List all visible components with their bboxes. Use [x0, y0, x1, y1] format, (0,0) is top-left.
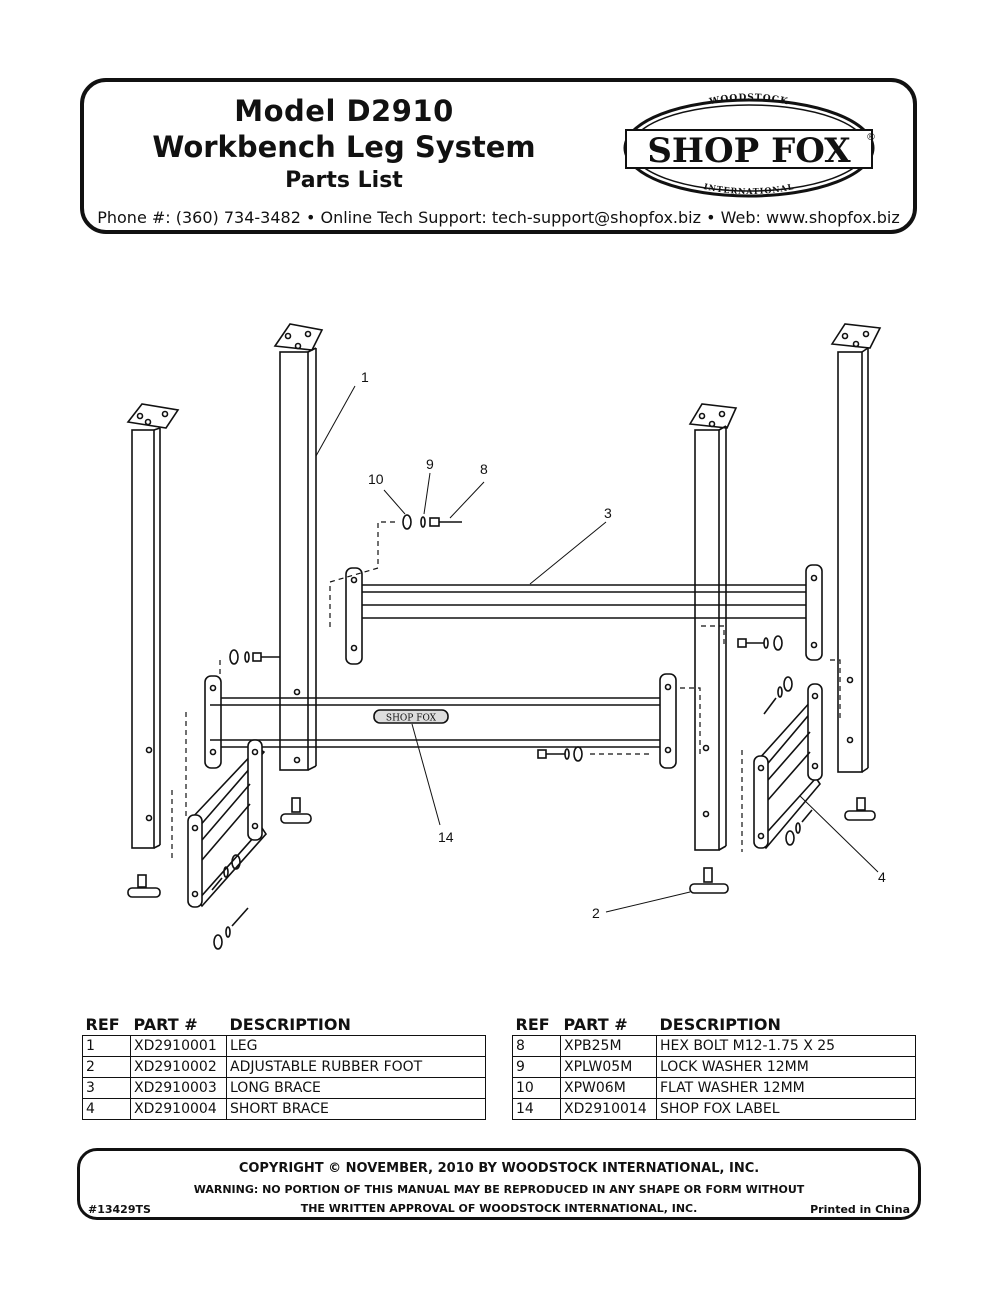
col-description: DESCRIPTION	[659, 1015, 781, 1034]
warning-line-1: WARNING: NO PORTION OF THIS MANUAL MAY B…	[193, 1183, 805, 1196]
table-cell: XPB25M	[560, 1035, 657, 1057]
header-box: Model D2910 Workbench Leg System Parts L…	[80, 78, 917, 234]
leg-back-right	[830, 323, 882, 821]
table-cell: 10	[512, 1077, 561, 1099]
hardware-right-lower	[763, 676, 813, 846]
warning-line-2: THE WRITTEN APPROVAL OF WOODSTOCK INTERN…	[300, 1202, 698, 1215]
table-cell: XPLW05M	[560, 1056, 657, 1078]
col-ref: REF	[515, 1015, 550, 1034]
hardware-left-upper	[229, 649, 280, 665]
table-cell: XD2910002	[130, 1056, 227, 1078]
footer-box: COPYRIGHT © NOVEMBER, 2010 BY WOODSTOCK …	[77, 1148, 921, 1220]
exploded-parts-diagram: SHOP FOX	[0, 300, 1000, 980]
col-part: PART #	[563, 1015, 628, 1034]
document-number: #13429TS	[88, 1203, 151, 1216]
callout-leaders	[315, 385, 879, 913]
table-cell: 3	[82, 1077, 131, 1099]
leg-back-left	[126, 403, 180, 898]
table-cell: 9	[512, 1056, 561, 1078]
table-cell: 4	[82, 1098, 131, 1120]
logo-top-arc: WOODSTOCK	[708, 93, 789, 108]
table-cell: 1	[82, 1035, 131, 1057]
table-cell: SHOP FOX LABEL	[656, 1098, 916, 1120]
svg-text:WOODSTOCK: WOODSTOCK	[708, 93, 790, 108]
table-cell: HEX BOLT M12-1.75 X 25	[656, 1035, 916, 1057]
col-ref: REF	[85, 1015, 120, 1034]
shop-fox-label-part: SHOP FOX	[386, 714, 437, 724]
callout-9: 9	[426, 456, 434, 472]
logo-brand-text: SHOP FOX	[647, 131, 851, 171]
contact-line: Phone #: (360) 734-3482 • Online Tech Su…	[97, 208, 900, 227]
callout-2: 2	[592, 905, 600, 921]
long-brace-front: SHOP FOX	[204, 673, 677, 769]
table-cell: 2	[82, 1056, 131, 1078]
col-description: DESCRIPTION	[229, 1015, 351, 1034]
model-title: Model D2910	[234, 94, 454, 128]
table-cell: 14	[512, 1098, 561, 1120]
copyright-line: COPYRIGHT © NOVEMBER, 2010 BY WOODSTOCK …	[238, 1161, 760, 1176]
hardware-front-right	[537, 746, 583, 762]
table-cell: ADJUSTABLE RUBBER FOOT	[226, 1056, 486, 1078]
table-cell: XD2910004	[130, 1098, 227, 1120]
callout-10: 10	[368, 471, 384, 487]
table-cell: LOCK WASHER 12MM	[656, 1056, 916, 1078]
callout-3: 3	[604, 505, 612, 521]
callout-1: 1	[361, 369, 369, 385]
table-cell: LEG	[226, 1035, 486, 1057]
long-brace-back	[345, 564, 823, 665]
section-title: Parts List	[285, 168, 403, 193]
table-cell: 8	[512, 1035, 561, 1057]
logo-registered-mark: ®	[866, 132, 876, 143]
product-title: Workbench Leg System	[152, 130, 536, 164]
leg-front-right	[688, 403, 738, 894]
callout-8: 8	[480, 461, 488, 477]
hardware-top	[402, 514, 462, 530]
table-cell: XD2910014	[560, 1098, 657, 1120]
hardware-left-lower	[211, 854, 249, 950]
shop-fox-logo: SHOP FOX ® WOODSTOCK INTERNATIONAL	[614, 90, 884, 200]
leg-front-left	[273, 323, 324, 824]
col-part: PART #	[133, 1015, 198, 1034]
table-cell: SHORT BRACE	[226, 1098, 486, 1120]
table-cell: XD2910003	[130, 1077, 227, 1099]
printed-in: Printed in China	[810, 1203, 910, 1216]
hardware-right-upper	[737, 635, 783, 651]
short-brace-right	[753, 683, 823, 850]
table-cell: LONG BRACE	[226, 1077, 486, 1099]
callout-4: 4	[878, 869, 886, 885]
short-brace-left	[187, 739, 268, 908]
table-cell: XD2910001	[130, 1035, 227, 1057]
callout-14: 14	[438, 829, 454, 845]
assembly-guides	[171, 521, 841, 860]
table-cell: XPW06M	[560, 1077, 657, 1099]
table-cell: FLAT WASHER 12MM	[656, 1077, 916, 1099]
